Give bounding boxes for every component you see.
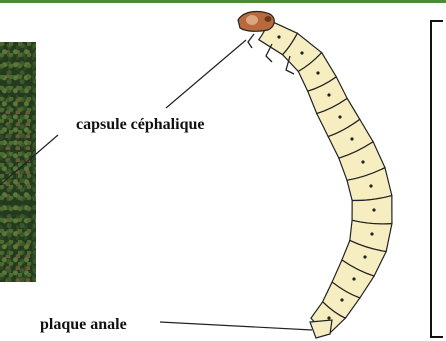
spiracle-dot xyxy=(363,255,366,258)
spiracle-dot xyxy=(369,184,372,187)
spiracle-dot xyxy=(352,277,355,280)
spiracle-dot xyxy=(370,232,373,235)
anal-plate-label: plaque anale xyxy=(40,316,127,334)
spiracle-dot xyxy=(327,93,330,96)
spiracle-dot xyxy=(372,208,375,211)
head-capsule xyxy=(238,12,274,32)
body-segments xyxy=(259,20,392,334)
spiracle-dot xyxy=(361,160,364,163)
spiracle-dot xyxy=(300,51,303,54)
spiracle-dot xyxy=(327,316,330,319)
anal-plate-leader xyxy=(160,322,312,330)
head-capsule-label: capsule céphalique xyxy=(76,116,204,134)
spiracle-dot xyxy=(350,137,353,140)
spiracle-dot xyxy=(316,71,319,74)
head-capsule-spot xyxy=(265,16,272,22)
spiracle-dot xyxy=(277,35,280,38)
head-capsule-leader xyxy=(166,40,246,108)
leg-1 xyxy=(248,34,254,48)
spiracle-dot xyxy=(340,298,343,301)
anal-plate xyxy=(310,320,332,338)
spiracle-dot xyxy=(338,115,341,118)
photo-leader xyxy=(0,135,58,185)
head-capsule-highlight xyxy=(246,15,258,25)
